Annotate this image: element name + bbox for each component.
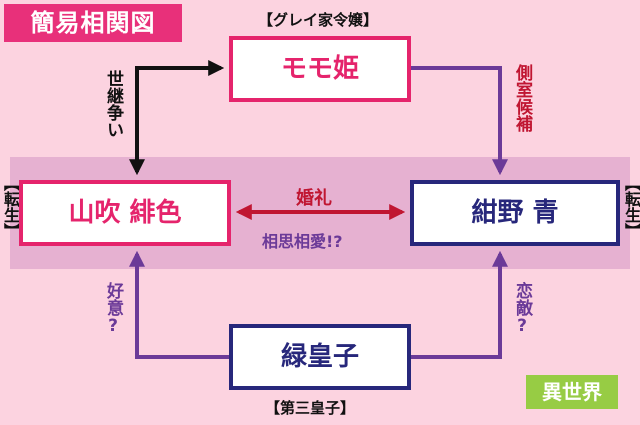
concubine-arrow — [411, 66, 508, 176]
konno-node: 紺野 青 — [410, 180, 620, 246]
diagram-title: 簡易相関図 — [4, 4, 182, 42]
succession-label: 世継争い — [103, 70, 123, 138]
marriage-label: 婚礼 — [296, 188, 332, 209]
affection-arrow — [129, 250, 229, 359]
concubine-label: 側室候補 — [512, 64, 532, 132]
midori-caption: 【第三皇子】 — [265, 399, 356, 417]
yamabuki-tag: 【転生】 — [1, 175, 20, 239]
yamabuki-node: 山吹 緋色 — [19, 180, 231, 246]
konno-tag: 【転生】 — [622, 175, 640, 239]
mutual-love-label: 相思相愛!? — [262, 232, 343, 251]
momo-node: モモ姫 — [229, 36, 411, 102]
succession-arrow — [129, 60, 225, 176]
rival-label: 恋敵? — [512, 282, 532, 336]
isekai-badge: 異世界 — [526, 375, 618, 409]
affection-label: 好意? — [103, 282, 123, 336]
midori-node: 緑皇子 — [229, 324, 411, 390]
rival-arrow — [411, 250, 508, 359]
momo-caption: 【グレイ家令嬢】 — [258, 11, 379, 29]
